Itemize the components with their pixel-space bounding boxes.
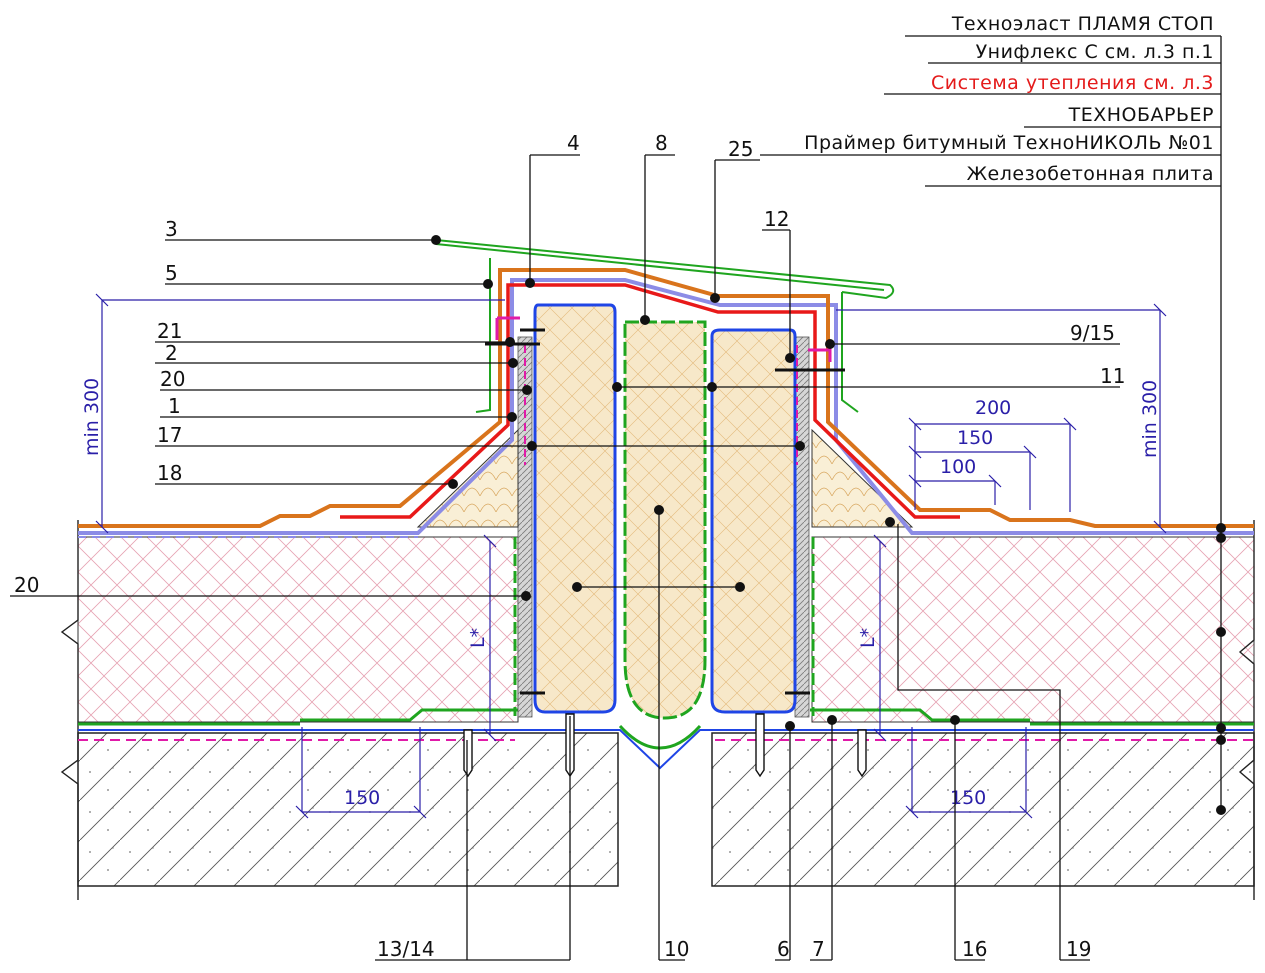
mineral-wool-core-left	[533, 303, 617, 714]
dimension-150-bottom-left: 150	[344, 787, 380, 809]
dimension-l-right: L*	[857, 628, 879, 648]
dimension-min300-left: min 300	[81, 378, 103, 456]
dimension-lines	[95, 293, 1167, 819]
dimension-200: 200	[975, 397, 1011, 419]
dimension-min300-right: min 300	[1139, 380, 1161, 458]
callout-18: 18	[157, 461, 182, 485]
legend-item-5: Праймер битумный ТехноНИКОЛЬ №01	[804, 132, 1214, 154]
callout-21: 21	[157, 319, 182, 343]
callout-7: 7	[812, 937, 825, 961]
callout-19: 19	[1066, 937, 1091, 961]
callout-16: 16	[962, 937, 987, 961]
mineral-wool-core-right	[710, 328, 797, 714]
thermal-insulation-left	[77, 536, 519, 723]
fillet-left	[416, 428, 519, 528]
callout-25: 25	[728, 137, 753, 161]
callout-5: 5	[165, 261, 178, 285]
dimension-150-top: 150	[957, 427, 993, 449]
callout-6: 6	[777, 937, 790, 961]
callout-8: 8	[655, 131, 668, 155]
dimension-150-bottom-right: 150	[950, 787, 986, 809]
roof-membrane-layers	[78, 268, 1254, 538]
legend-item-1: Техноэласт ПЛАМЯ СТОП	[951, 13, 1214, 35]
callout-20-lower: 20	[14, 573, 39, 597]
mineral-wool-core-center	[623, 320, 707, 720]
callout-20-upper: 20	[160, 367, 185, 391]
callout-leaders	[10, 154, 1120, 961]
callout-dots	[431, 235, 960, 731]
thermal-insulation-right	[811, 536, 1255, 723]
callout-3: 3	[165, 217, 178, 241]
layer-legend	[760, 35, 1221, 187]
technobarrier-layer	[78, 708, 1254, 750]
callout-13-14: 13/14	[377, 937, 435, 961]
joint-wall-board-right	[794, 336, 810, 718]
break-symbol-left	[60, 520, 79, 900]
concrete-slab-left	[77, 732, 619, 887]
callout-11: 11	[1100, 364, 1125, 388]
legend-item-4: ТЕХНОБАРЬЕР	[1068, 104, 1214, 126]
concrete-slab-right	[711, 732, 1255, 887]
callout-17: 17	[157, 423, 182, 447]
callout-1: 1	[168, 394, 181, 418]
callout-10: 10	[664, 937, 689, 961]
dimension-100: 100	[940, 456, 976, 478]
callout-12: 12	[764, 207, 789, 231]
legend-item-6: Железобетонная плита	[967, 163, 1214, 185]
callout-2: 2	[165, 341, 178, 365]
break-symbol-right	[1238, 520, 1255, 900]
legend-item-3: Система утепления см. л.3	[931, 72, 1214, 94]
dimension-l-left: L*	[467, 628, 489, 648]
metal-flashing-cap	[435, 239, 895, 413]
callout-4: 4	[567, 131, 580, 155]
bitumen-primer-line	[78, 729, 1254, 770]
callout-9-15: 9/15	[1070, 321, 1115, 345]
joint-wall-membranes	[513, 537, 815, 716]
legend-item-2: Унифлекс С см. л.3 п.1	[976, 41, 1214, 63]
legend-dots	[1216, 523, 1226, 815]
